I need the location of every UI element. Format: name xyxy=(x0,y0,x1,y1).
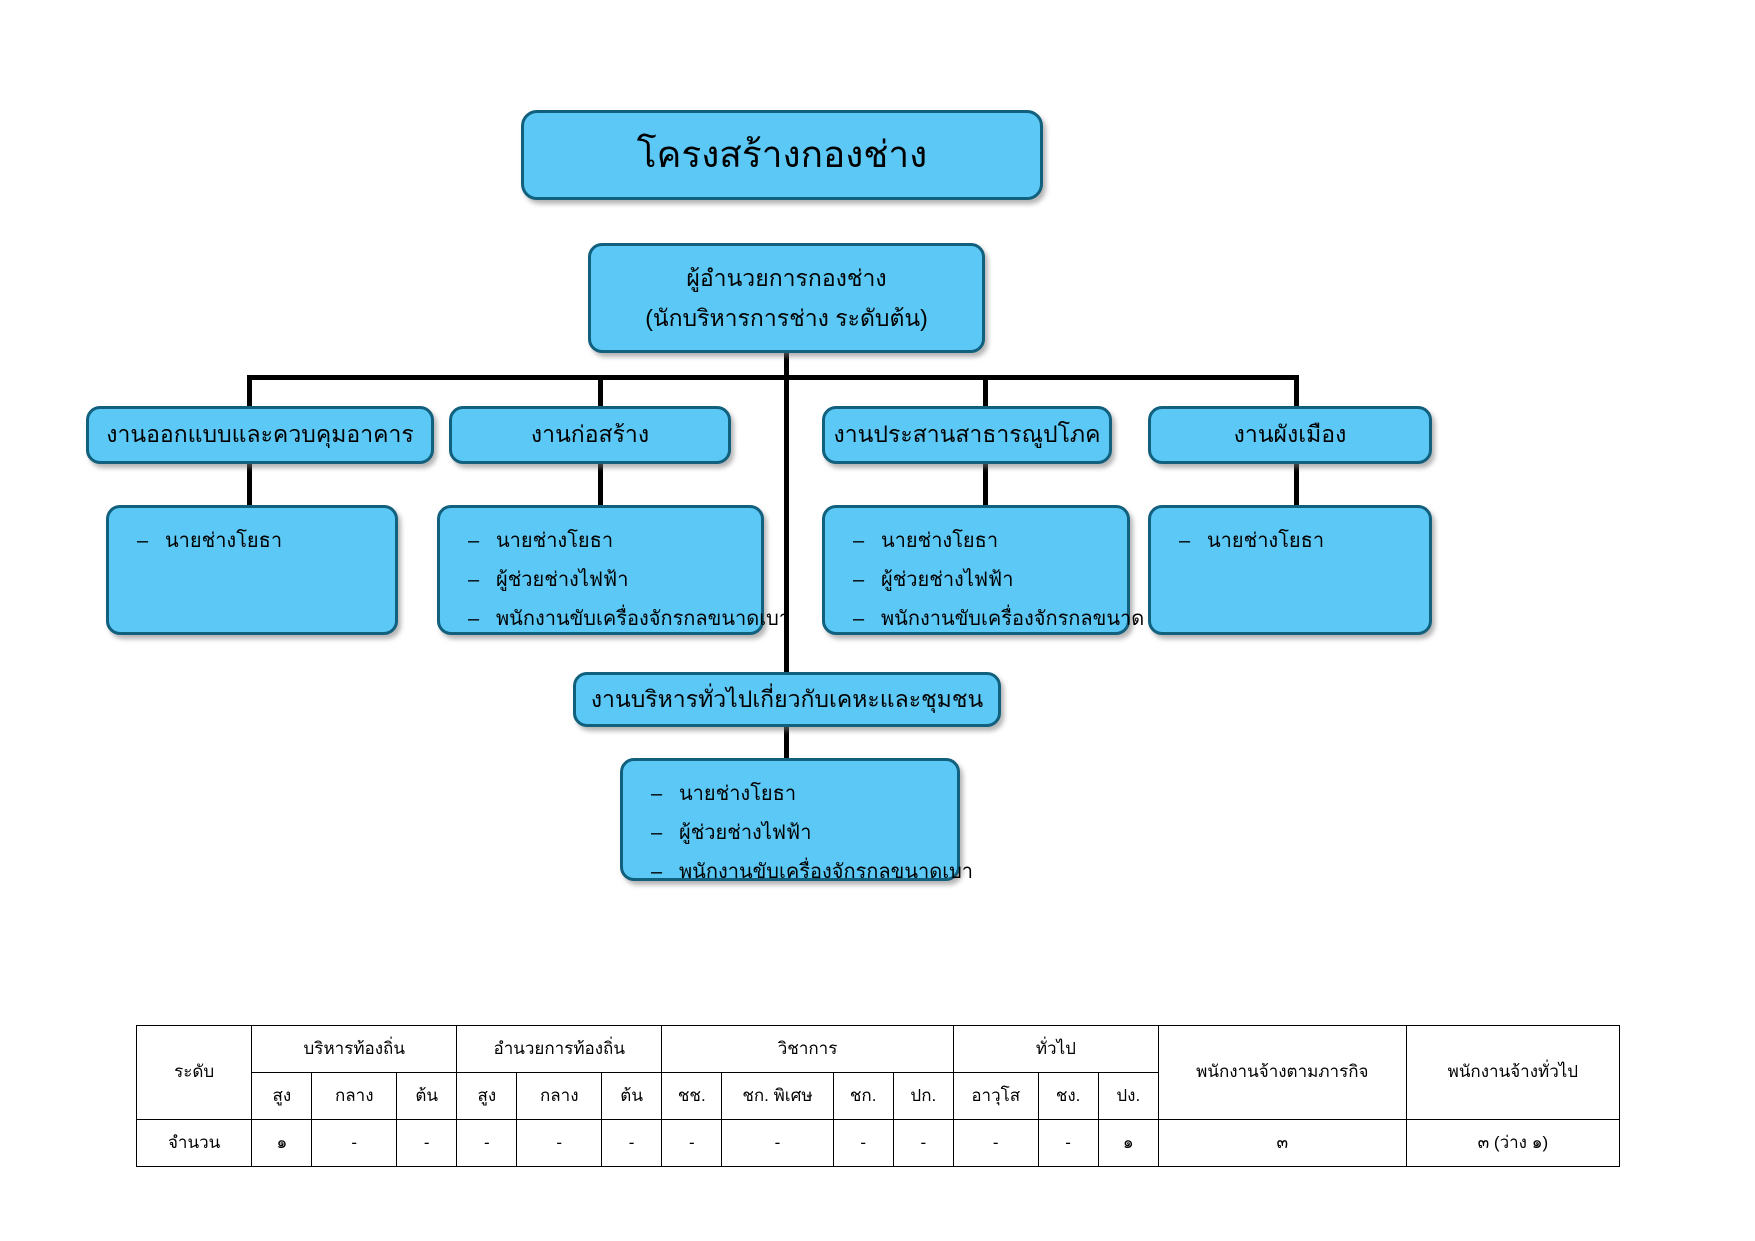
staff-list-item: นายช่างโยธา xyxy=(849,522,1144,561)
table-subheader: ชง. xyxy=(1037,1072,1099,1120)
table-cell-count: - xyxy=(832,1119,894,1167)
table-cell-count: - xyxy=(1037,1119,1099,1167)
table-group-local-executive: บริหารท้องถิ่น xyxy=(251,1025,458,1073)
table-cell-count-mission: ๓ xyxy=(1157,1119,1407,1167)
table-subheader: กลาง xyxy=(311,1072,398,1120)
table-subheader: สูง xyxy=(251,1072,313,1120)
table-subheader: ปง. xyxy=(1097,1072,1159,1120)
position-summary-table: ระดับ บริหารท้องถิ่น อำนวยการท้องถิ่น วิ… xyxy=(135,1025,1621,1167)
table-subheader: ต้น xyxy=(396,1072,458,1120)
table-subheader: สูง xyxy=(456,1072,518,1120)
table-group-academic: วิชาการ xyxy=(661,1025,954,1073)
table-cell-count: ๑ xyxy=(251,1119,313,1167)
staff-list: นายช่างโยธา xyxy=(1151,522,1429,561)
staff-list-item: นายช่างโยธา xyxy=(464,522,785,561)
dept-label: งานก่อสร้าง xyxy=(530,421,650,448)
table-cell-count: - xyxy=(892,1119,954,1167)
table-header-general-employees: พนักงานจ้างทั่วไป xyxy=(1405,1025,1621,1120)
dept-label: งานผังเมือง xyxy=(1233,421,1347,448)
table-subheader: อาวุโส xyxy=(952,1072,1039,1120)
table-header-level: ระดับ xyxy=(135,1025,253,1120)
connector-housing-to-staff xyxy=(784,726,789,762)
staff-box-design-building-control: นายช่างโยธา xyxy=(106,505,398,635)
dept-label: งานประสานสาธารณูปโภค xyxy=(833,421,1101,448)
connector-spine-to-housing xyxy=(784,378,789,676)
dept-box-public-utilities[interactable]: งานประสานสาธารณูปโภค xyxy=(822,406,1112,464)
director-title-line: ผู้อำนวยการกองช่าง xyxy=(686,264,887,291)
staff-list: นายช่างโยธา ผู้ช่วยช่างไฟฟ้า พนักงานขับเ… xyxy=(825,522,1154,639)
connector-director-stem xyxy=(784,353,789,378)
table-subheader: ปก. xyxy=(892,1072,954,1120)
dept-box-construction[interactable]: งานก่อสร้าง xyxy=(449,406,731,464)
staff-list-item: ผู้ช่วยช่างไฟฟ้า xyxy=(647,814,973,853)
director-box[interactable]: ผู้อำนวยการกองช่าง (นักบริหารการช่าง ระด… xyxy=(588,243,985,353)
staff-box-housing-community: นายช่างโยธา ผู้ช่วยช่างไฟฟ้า พนักงานขับเ… xyxy=(620,758,973,892)
director-rank-line: (นักบริหารการช่าง ระดับต้น) xyxy=(645,305,928,331)
connector-dept-2-to-staff xyxy=(983,462,988,508)
housing-label: งานบริหารทั่วไปเกี่ยวกับเคหะและชุมชน xyxy=(590,685,984,712)
connector-drop-dept-2 xyxy=(983,375,988,408)
connector-drop-dept-1 xyxy=(598,375,603,408)
table-cell-count: - xyxy=(721,1119,834,1167)
table-cell-count: - xyxy=(661,1119,723,1167)
staff-box-urban-planning: นายช่างโยธา xyxy=(1148,505,1432,635)
staff-list-item: นายช่างโยธา xyxy=(647,775,973,814)
housing-community-admin-box[interactable]: งานบริหารทั่วไปเกี่ยวกับเคหะและชุมชน xyxy=(573,672,1001,727)
connector-dept-1-to-staff xyxy=(598,462,603,508)
table-cell-count: - xyxy=(456,1119,518,1167)
staff-list-item: นายช่างโยธา xyxy=(1175,522,1419,561)
table-subheader: กลาง xyxy=(516,1072,603,1120)
table-group-general: ทั่วไป xyxy=(952,1025,1159,1073)
table-header-mission-employees: พนักงานจ้างตามภารกิจ xyxy=(1157,1025,1407,1120)
connector-drop-dept-0 xyxy=(247,375,252,408)
table-subheader: ต้น xyxy=(601,1072,663,1120)
staff-list: นายช่างโยธา xyxy=(109,522,395,561)
staff-list-item: พนักงานขับเครื่องจักรกลขนาดเบา xyxy=(464,600,790,639)
table-subheader: ชก. xyxy=(832,1072,894,1120)
table-header-count: จำนวน xyxy=(135,1119,253,1167)
table-cell-count: - xyxy=(601,1119,663,1167)
connector-horizontal-bus xyxy=(247,375,1299,380)
staff-list-item: นายช่างโยธา xyxy=(133,522,385,561)
table-group-local-director: อำนวยการท้องถิ่น xyxy=(456,1025,663,1073)
table-subheader: ชก. พิเศษ xyxy=(721,1072,834,1120)
table-cell-count: - xyxy=(396,1119,458,1167)
staff-list-item: ผู้ช่วยช่างไฟฟ้า xyxy=(849,561,1144,600)
dept-box-design-building-control[interactable]: งานออกแบบและควบคุมอาคาร xyxy=(86,406,434,464)
chart-title-box: โครงสร้างกองช่าง xyxy=(521,110,1043,200)
table-row-group-header: ระดับ บริหารท้องถิ่น อำนวยการท้องถิ่น วิ… xyxy=(135,1025,1621,1120)
table-subheader: ชช. xyxy=(661,1072,723,1120)
staff-list-item: พนักงานขับเครื่องจักรกลขนาดเบา xyxy=(647,853,973,892)
dept-box-urban-planning[interactable]: งานผังเมือง xyxy=(1148,406,1432,464)
chart-title: โครงสร้างกองช่าง xyxy=(636,134,928,176)
connector-dept-3-to-staff xyxy=(1294,462,1299,508)
staff-list-item: พนักงานขับเครื่องจักรกลขนาด xyxy=(849,600,1144,639)
staff-list: นายช่างโยธา ผู้ช่วยช่างไฟฟ้า พนักงานขับเ… xyxy=(623,775,983,892)
connector-drop-dept-3 xyxy=(1294,375,1299,408)
staff-box-construction: นายช่างโยธา ผู้ช่วยช่างไฟฟ้า พนักงานขับเ… xyxy=(437,505,790,639)
table-row-count: จำนวน ๑ - - - - - - - - - - - ๑ ๓ ๓ (ว่า… xyxy=(135,1119,1621,1167)
staff-list-item: ผู้ช่วยช่างไฟฟ้า xyxy=(464,561,785,600)
table-cell-count-general: ๓ (ว่าง ๑) xyxy=(1405,1119,1621,1167)
staff-box-public-utilities: นายช่างโยธา ผู้ช่วยช่างไฟฟ้า พนักงานขับเ… xyxy=(822,505,1144,639)
dept-label: งานออกแบบและควบคุมอาคาร xyxy=(106,421,414,448)
table-cell-count: - xyxy=(311,1119,398,1167)
table-cell-count: ๑ xyxy=(1097,1119,1159,1167)
table-cell-count: - xyxy=(516,1119,603,1167)
table-cell-count: - xyxy=(952,1119,1039,1167)
director-lines: ผู้อำนวยการกองช่าง (นักบริหารการช่าง ระด… xyxy=(591,258,982,339)
connector-dept-0-to-staff xyxy=(247,462,252,508)
staff-list: นายช่างโยธา ผู้ช่วยช่างไฟฟ้า พนักงานขับเ… xyxy=(440,522,795,639)
table-row-sub-header: สูง กลาง ต้น สูง กลาง ต้น ชช. ชก. พิเศษ … xyxy=(137,1072,1620,1120)
